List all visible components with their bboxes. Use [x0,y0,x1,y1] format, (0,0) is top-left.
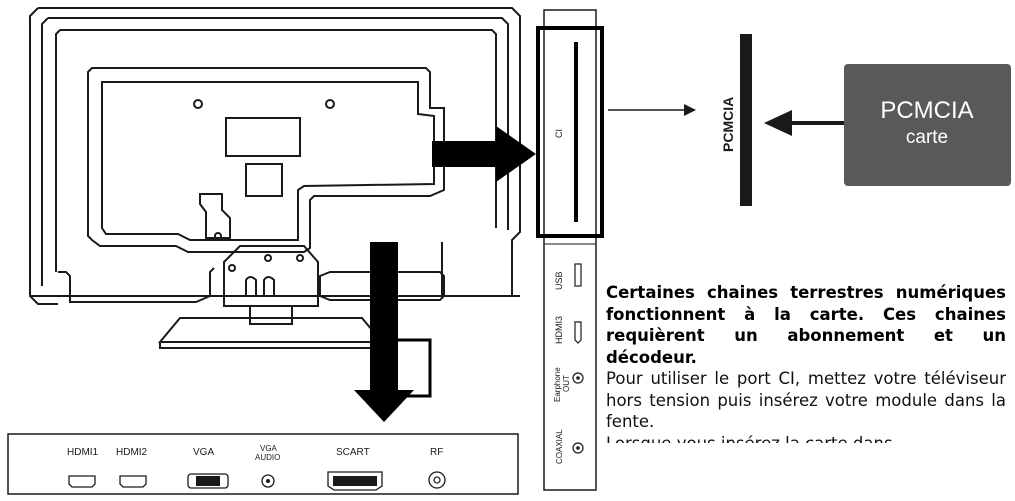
description-body: Pour utiliser le port CI, mettez votre t… [606,369,1006,431]
side-panel-outline [543,9,597,491]
label-plate [245,163,283,197]
earphone-label-line1: Earphone [553,367,562,402]
stand-screw-c [296,254,304,262]
ci-label: CI [554,129,564,138]
pcmcia-card [844,64,1011,186]
vga-audio-label-line2: AUDIO [255,453,280,462]
hdmi2-label: HDMI2 [116,447,148,458]
bottom-panel: HDMI1 HDMI2 VGA VGA AUDIO SCART RF [7,433,519,495]
rf-connector-inner [433,476,441,484]
tv-inner-frame [41,17,509,286]
tv-lower-left [58,267,215,303]
hdmi1-label: HDMI1 [67,447,99,458]
vga-audio-label-line1: VGA [260,444,278,453]
stand-base [157,317,385,343]
stand-neck [223,245,319,307]
arrow-down-shaft [370,242,398,397]
hdmi3-label: HDMI3 [554,316,564,344]
earphone-label-line2: OUT [562,375,571,392]
cable-clip [199,193,231,239]
tv-bump-inner [101,81,435,241]
arrow-right [432,126,536,182]
hdmi1-port-icon [68,475,96,488]
vga-port-inner [196,476,220,486]
pcmcia-card-label-2: carte [906,127,948,148]
highlight-box-bottom [394,338,432,398]
stand-screw-b [264,254,272,262]
side-panel: CI USB HDMI3 Earphone OUT COAXIAL [536,9,604,491]
pcmcia-slot [740,34,752,206]
usb-label: USB [554,271,564,290]
stand-screw-a [228,264,236,272]
description-bold: Certaines chaines terrestres numériques … [606,283,1006,367]
audio-jack-center [266,479,270,483]
scart-port-inner [333,476,377,486]
tv-outer-left [29,7,58,305]
stand-slot [245,276,275,296]
tv-bump [87,67,445,253]
arrow-down-head [354,390,414,422]
vga-label: VGA [193,447,214,458]
stand-post [249,305,293,325]
tv-second-inner-frame [55,29,497,272]
usb-port-icon [574,263,582,287]
pcmcia-slot-label: PCMCIA [720,97,736,152]
tv-back-illustration [29,7,521,349]
hdmi2-port-icon [119,475,147,488]
description-cut-line: Lorsque vous insérez la carte dans [606,433,1006,443]
cable-clip-hole [214,232,222,240]
earphone-jack-center [576,376,580,380]
pointer-arrowhead [684,104,696,116]
screw-hole-right [325,99,335,109]
insert-arrowhead [764,110,792,136]
scart-label: SCART [336,447,370,458]
description-text: Certaines chaines terrestres numériques … [606,282,1006,443]
coaxial-jack-center [576,446,580,450]
pcmcia-card-label-1: PCMCIA [880,97,973,124]
hdmi3-port-icon [574,321,582,344]
vesa-plate [225,117,301,157]
ci-highlight-box [536,26,604,238]
screw-hole-left [193,99,203,109]
coaxial-label: COAXIAL [555,429,564,464]
tv-lower-right [319,271,445,301]
rf-label: RF [430,447,443,458]
